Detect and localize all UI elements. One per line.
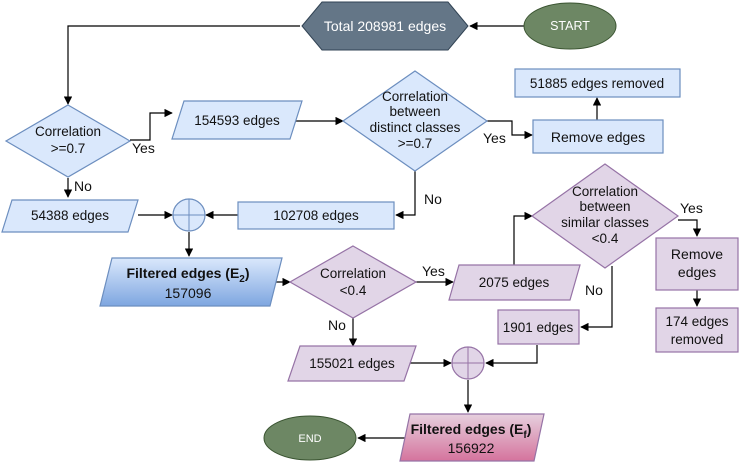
total-edges-label: Total 208981 edges (324, 18, 446, 34)
arrow-total-to-corr-ge (63, 25, 300, 105)
edges-54388-label: 54388 edges (31, 208, 109, 223)
edges-154593-node: 154593 edges (171, 100, 303, 140)
filtered-ef-node: Filtered edges (Ef) 156922 (399, 413, 545, 462)
corr-similar-line-1: Correlation (572, 184, 638, 199)
no-label-corr-ge: No (74, 178, 92, 194)
no-label-corr-distinct: No (424, 191, 442, 207)
edges-155021-label: 155021 edges (309, 356, 395, 371)
corr-distinct-line-2: between (389, 104, 440, 119)
arrow-2075-to-corr-similar (513, 211, 533, 265)
remove-edges-right-line-2: edges (678, 264, 716, 280)
arrow-corr-similar-to-1901 (580, 266, 613, 332)
corr-distinct-decision: Correlation between distinct classes >=0… (341, 70, 489, 172)
corr-lt-line-1: Correlation (320, 266, 386, 281)
corr-lt-decision: Correlation <0.4 (288, 245, 418, 319)
no-label-corr-similar: No (585, 282, 603, 298)
removed-51885-node: 51885 edges removed (514, 68, 681, 98)
remove-edges-right-node: Remove edges (655, 237, 739, 291)
corr-similar-line-4: <0.4 (592, 231, 619, 246)
filtered-ef-title: Filtered edges (Ef) (411, 421, 532, 441)
no-label-corr-lt: No (328, 317, 346, 333)
corr-distinct-line-3: distinct classes (370, 120, 461, 135)
yes-label-corr-ge: Yes (132, 140, 155, 156)
removed-174-node: 174 edges removed (655, 307, 739, 353)
yes-label-corr-similar: Yes (680, 200, 703, 216)
corr-distinct-line-1: Correlation (382, 89, 448, 104)
sum-junction-1 (172, 198, 206, 232)
removed-51885-label: 51885 edges removed (530, 76, 664, 91)
end-label: END (298, 433, 321, 445)
arrow-1901-to-sum2 (485, 345, 538, 368)
yes-label-corr-lt: Yes (422, 263, 445, 279)
yes-label-corr-distinct: Yes (483, 130, 506, 146)
edges-102708-node: 102708 edges (237, 201, 395, 230)
edges-1901-node: 1901 edges (497, 309, 580, 345)
edges-1901-label: 1901 edges (503, 320, 574, 335)
start-node: START (523, 2, 617, 50)
sum-junction-2 (451, 346, 485, 380)
arrow-corr-similar-to-remove (678, 219, 702, 237)
edges-154593-label: 154593 edges (194, 113, 280, 128)
remove-edges-top-label: Remove edges (551, 129, 645, 145)
corr-ge-line-1: Correlation (35, 124, 101, 139)
arrow-corr-distinct-to-102708 (395, 170, 416, 220)
corr-ge-line-2: >=0.7 (51, 141, 86, 156)
edges-2075-label: 2075 edges (479, 275, 550, 290)
edges-54388-node: 54388 edges (1, 199, 139, 233)
corr-ge-decision: Correlation >=0.7 (4, 104, 132, 178)
remove-edges-top-node: Remove edges (532, 119, 664, 154)
filtered-ef-value: 156922 (448, 440, 495, 456)
edges-2075-node: 2075 edges (448, 264, 581, 301)
filtered-e2-title: Filtered edges (E2) (126, 265, 249, 285)
corr-similar-line-3: similar classes (561, 215, 649, 230)
end-node: END (263, 415, 357, 461)
arrow-corr-distinct-to-remove (487, 120, 533, 140)
removed-174-line-1: 174 edges (665, 314, 728, 329)
corr-lt-line-2: <0.4 (340, 283, 367, 298)
edge-labels: Yes No Yes No Yes No Yes No (74, 130, 703, 333)
filtered-e2-value: 157096 (165, 285, 212, 301)
removed-174-line-2: removed (671, 332, 724, 347)
filtered-e2-node: Filtered edges (E2) 157096 (99, 257, 283, 307)
start-label: START (550, 19, 590, 33)
arrow-corr-ge-to-154593 (130, 108, 173, 141)
remove-edges-right-line-1: Remove (671, 246, 723, 262)
edges-155021-node: 155021 edges (287, 345, 417, 382)
edges-102708-label: 102708 edges (273, 208, 359, 223)
corr-distinct-line-4: >=0.7 (398, 136, 433, 151)
total-edges-node: Total 208981 edges (301, 1, 469, 51)
corr-similar-decision: Correlation between similar classes <0.4 (530, 163, 680, 269)
corr-similar-line-2: between (579, 199, 630, 214)
